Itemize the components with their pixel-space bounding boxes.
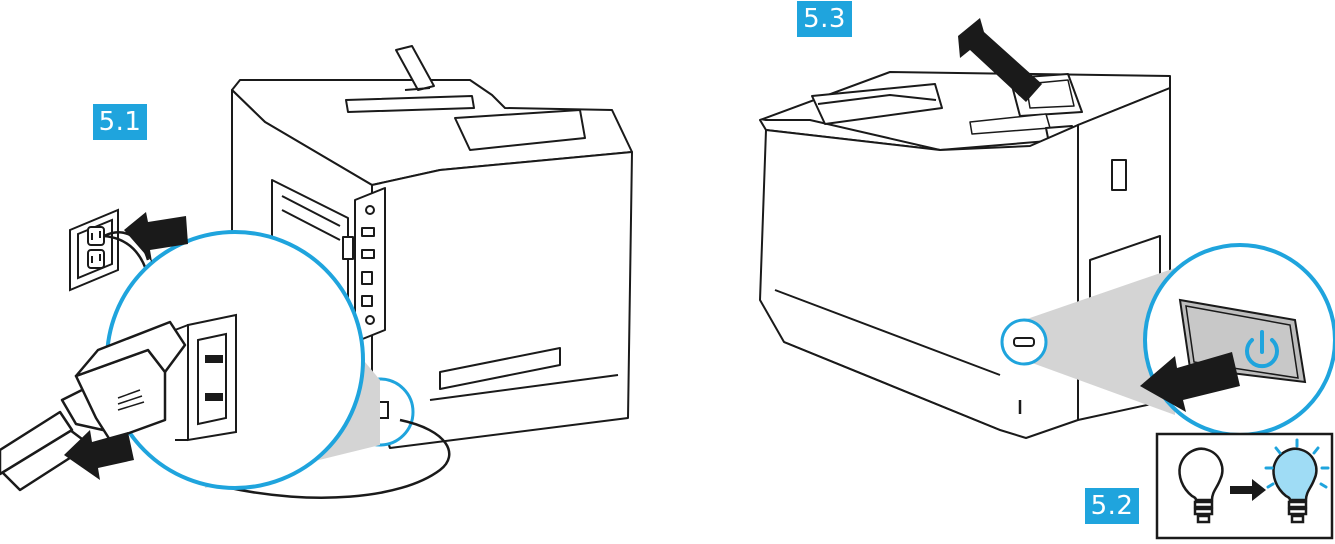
power-plug-icon (0, 320, 187, 492)
power-button-icon (1245, 330, 1279, 369)
step-badge-5-1: 5.1 (93, 104, 147, 140)
arrow-icon (1230, 479, 1266, 501)
arrow-icon (1140, 352, 1240, 412)
bulb-off-icon (1178, 447, 1224, 524)
wall-outlet-icon (69, 208, 119, 292)
bulb-on-icon (1264, 438, 1330, 524)
zoom-beam (1024, 268, 1175, 415)
step-badge-5-3: 5.3 (797, 1, 852, 37)
printer-rear-icon (231, 45, 633, 449)
light-indicator-box (1155, 432, 1334, 540)
arrow-icon (64, 430, 134, 480)
arrow-icon (958, 18, 1042, 102)
arrow-icon (124, 212, 188, 262)
step-badge-5-2: 5.2 (1085, 488, 1139, 524)
